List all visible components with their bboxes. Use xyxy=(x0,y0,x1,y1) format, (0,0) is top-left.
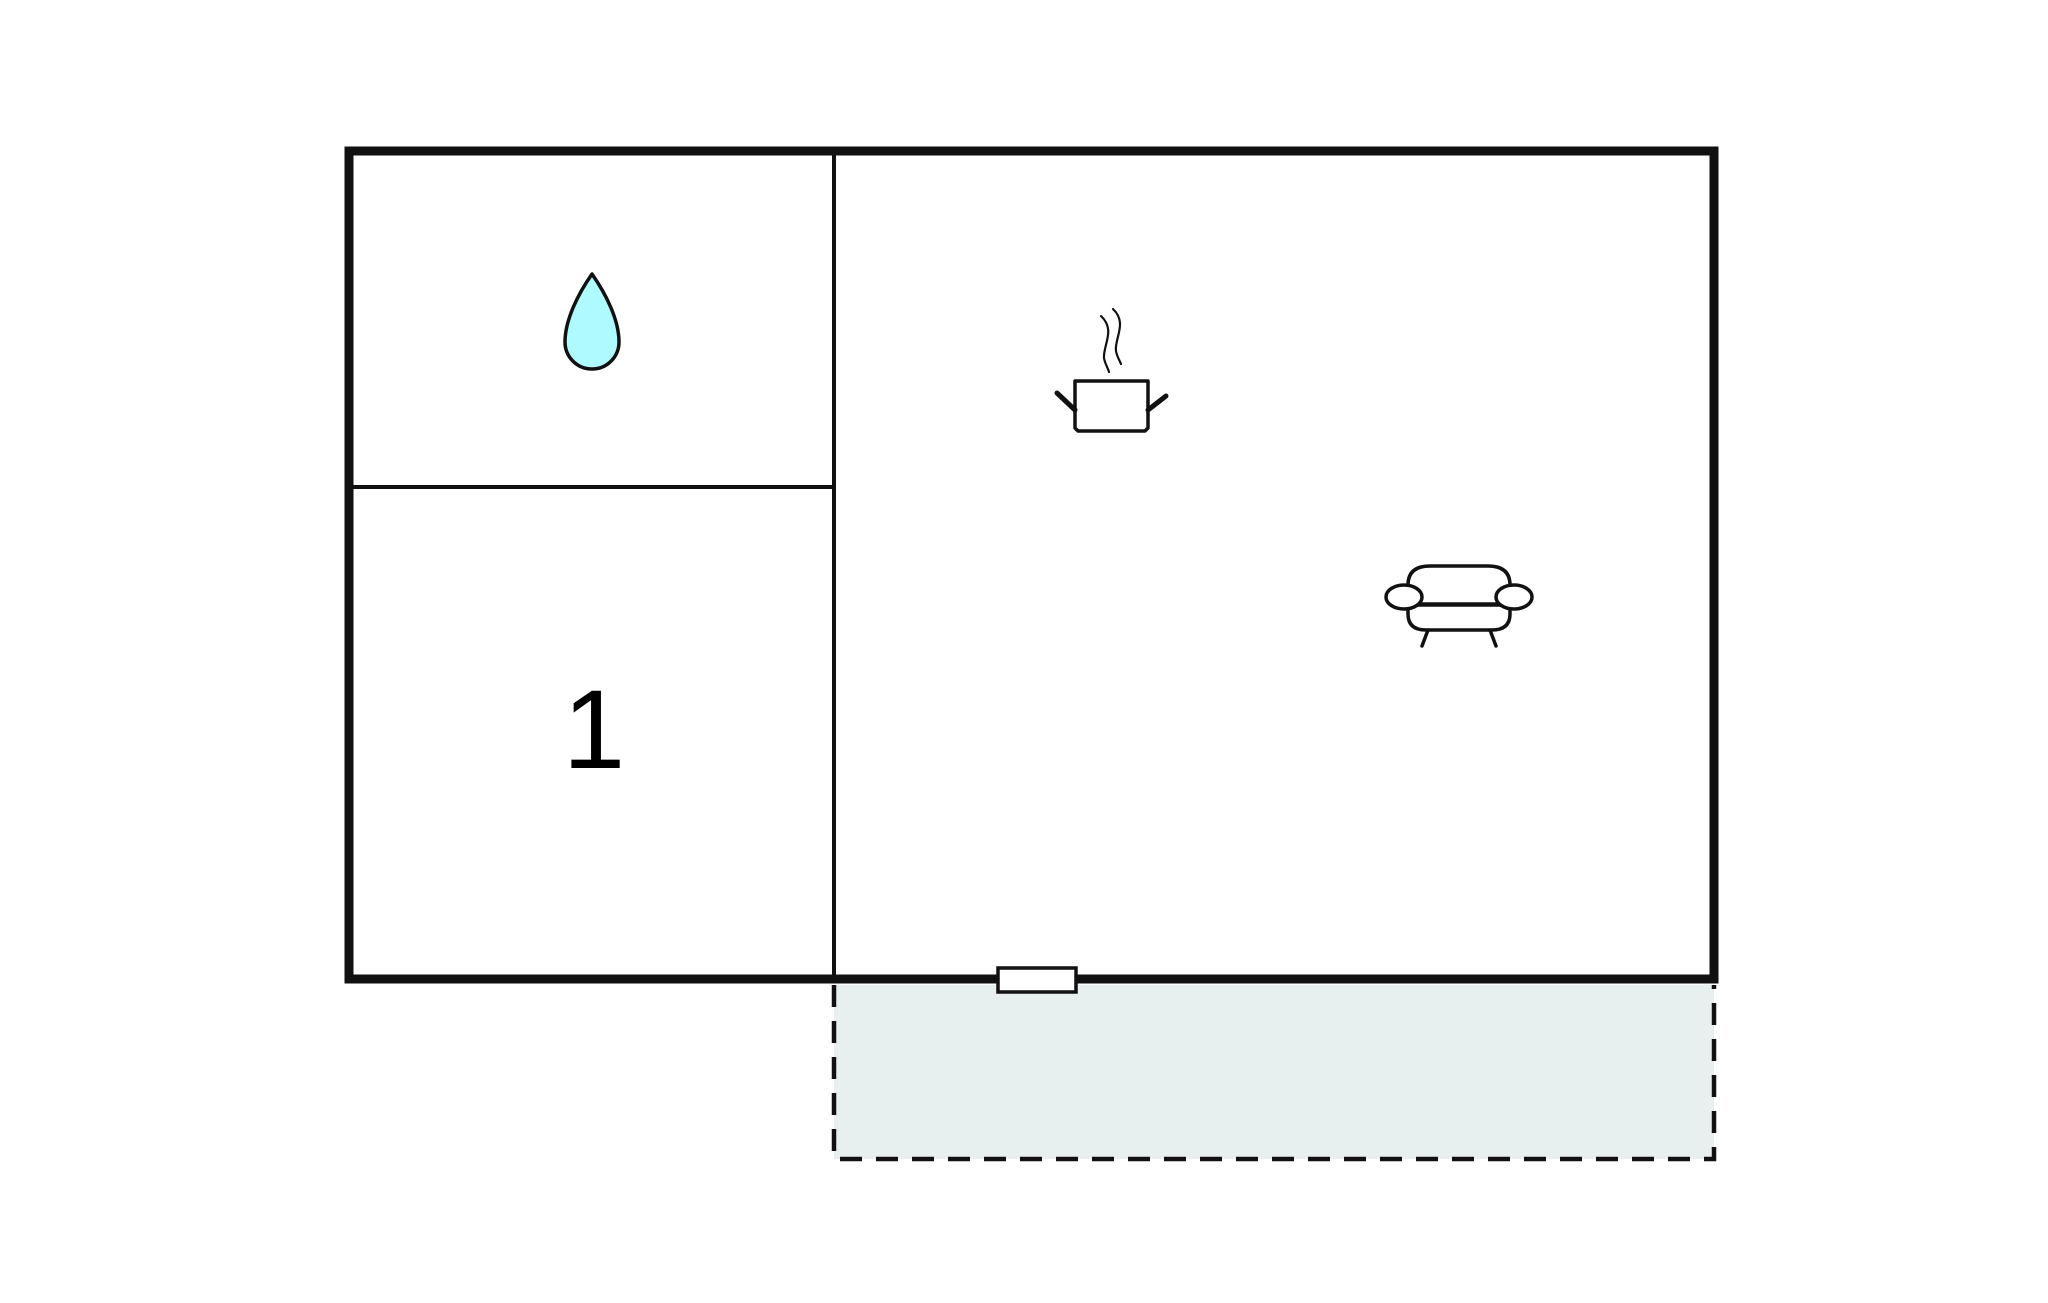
room-bathroom xyxy=(563,272,621,371)
exterior-walls xyxy=(344,146,1719,984)
door-icon xyxy=(996,966,1078,994)
interior-walls xyxy=(349,151,836,980)
water-drop-icon xyxy=(563,272,621,371)
bedroom-number-label: 1 xyxy=(563,667,625,792)
cooking-pot-icon xyxy=(1054,307,1169,433)
room-kitchen-living xyxy=(1054,307,1534,648)
terrace xyxy=(831,985,1717,1162)
terrace-dashed-outline xyxy=(831,985,1717,1162)
sofa-icon xyxy=(1384,564,1534,648)
terrace-area xyxy=(834,985,1714,1159)
room-bedroom: 1 xyxy=(563,667,625,792)
